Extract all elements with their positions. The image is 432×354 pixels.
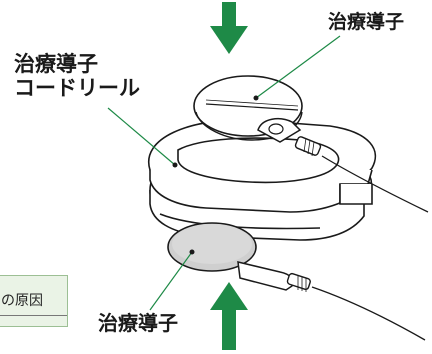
- leader-dot-bottom: [189, 249, 195, 255]
- leader-lines: [107, 35, 341, 311]
- cord-reel-label: 治療導子 コードリール: [14, 52, 140, 100]
- leader-dot-reel: [172, 162, 178, 168]
- leader-bottom-electrode: [149, 251, 193, 311]
- top-electrode: [193, 75, 429, 213]
- arrow-up-icon: [210, 282, 248, 350]
- leader-top-electrode: [255, 35, 341, 99]
- leader-dot-top: [253, 95, 259, 101]
- note-box: の原因: [0, 275, 68, 327]
- bottom-electrode-label: 治療導子: [98, 311, 178, 335]
- cord-reel-ring: [147, 119, 377, 213]
- top-electrode-label: 治療導子: [328, 11, 405, 33]
- cord-reel-label-line2: コードリール: [14, 76, 140, 101]
- note-text: の原因: [1, 293, 43, 309]
- note-rule: [0, 315, 67, 316]
- cord-reel-label-line1: 治療導子: [14, 52, 98, 76]
- arrow-down-icon: [210, 2, 248, 54]
- leader-cord-reel: [107, 107, 176, 166]
